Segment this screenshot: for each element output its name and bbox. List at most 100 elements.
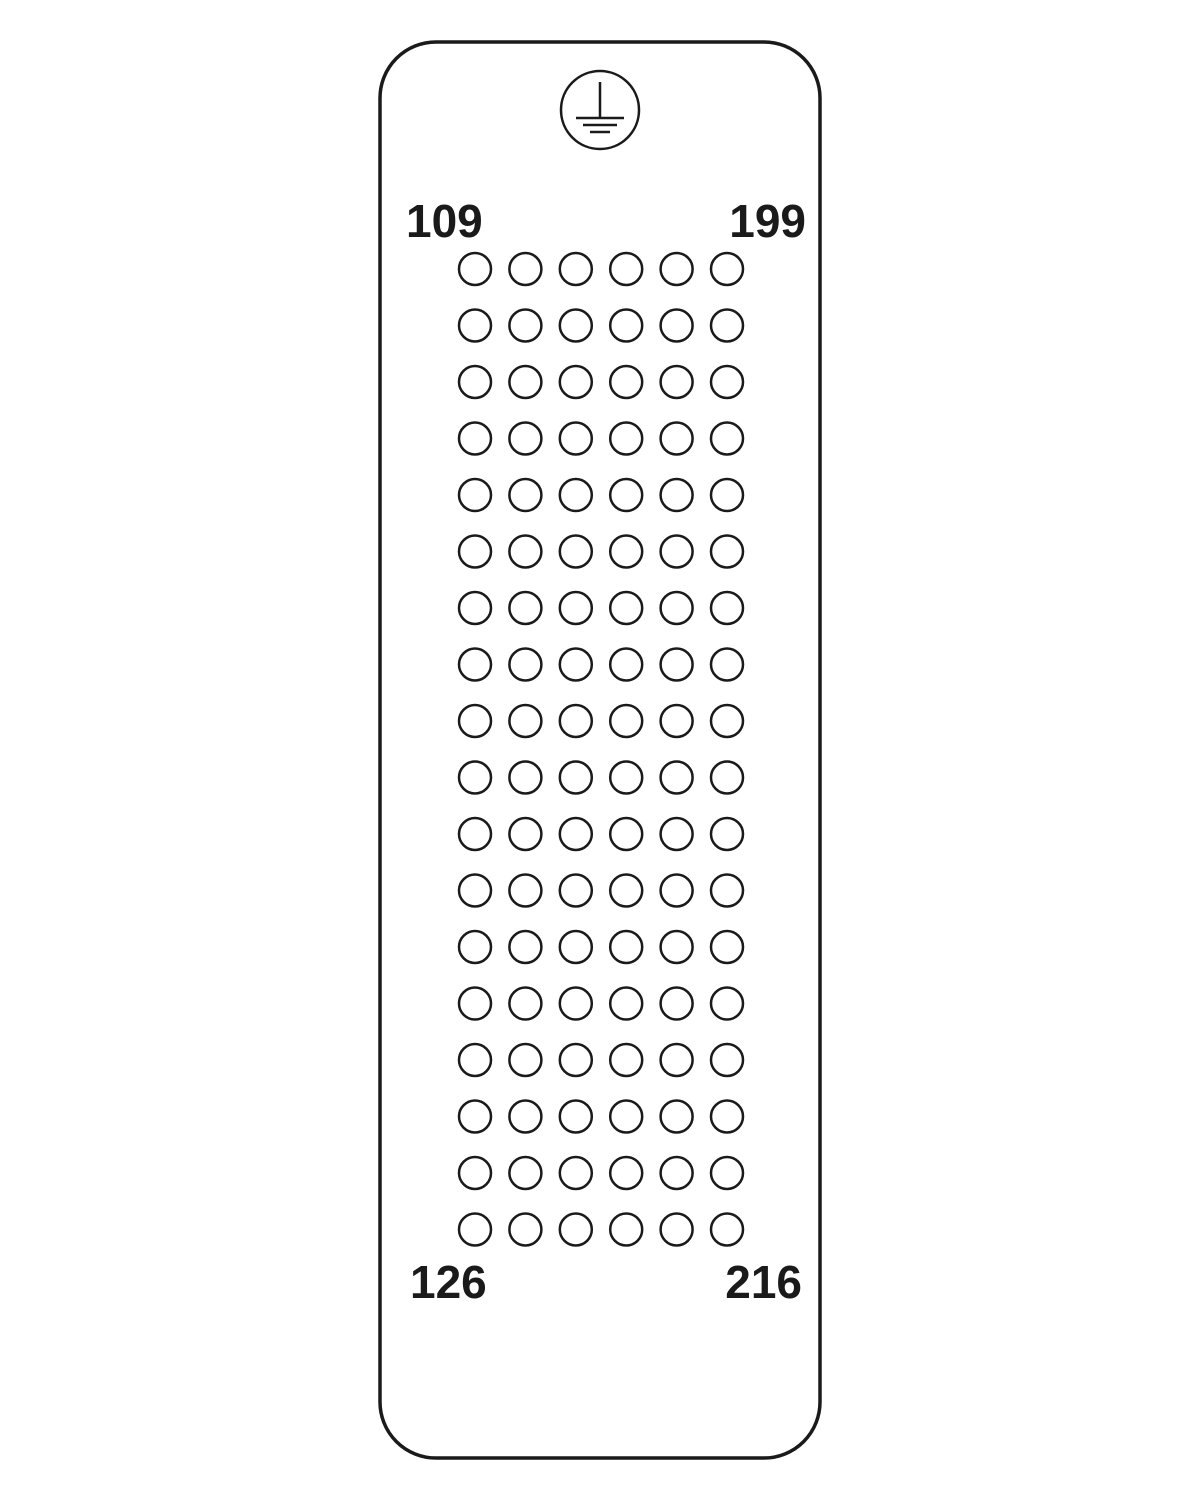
pin-hole bbox=[508, 534, 543, 569]
pin-hole bbox=[608, 1099, 644, 1134]
pin-hole bbox=[508, 760, 543, 795]
pin-grid bbox=[457, 251, 745, 1247]
pin-hole bbox=[659, 1155, 694, 1191]
label-top-right: 199 bbox=[729, 195, 806, 247]
pin-hole bbox=[558, 1212, 594, 1247]
pin-hole bbox=[457, 1042, 493, 1078]
pin-hole bbox=[508, 929, 543, 965]
pin-hole bbox=[457, 1099, 493, 1134]
pin-hole bbox=[659, 986, 694, 1021]
pin-hole bbox=[709, 534, 745, 569]
pin-hole bbox=[558, 703, 594, 739]
pin-hole bbox=[508, 986, 543, 1021]
pin-hole bbox=[659, 647, 694, 682]
pin-hole bbox=[457, 873, 493, 908]
pin-hole bbox=[709, 760, 745, 795]
pin-hole bbox=[457, 477, 493, 513]
pin-hole bbox=[608, 1042, 644, 1078]
pin-hole bbox=[558, 1099, 594, 1134]
pin-hole bbox=[608, 364, 644, 400]
connector-outline bbox=[378, 40, 822, 1460]
pin-hole bbox=[457, 929, 493, 965]
pin-hole bbox=[608, 760, 644, 795]
pin-hole bbox=[558, 308, 594, 343]
pin-hole bbox=[659, 703, 694, 739]
pin-hole bbox=[558, 590, 594, 626]
pin-hole bbox=[659, 251, 694, 287]
pin-hole bbox=[508, 590, 543, 626]
pin-hole bbox=[659, 421, 694, 456]
pin-hole bbox=[709, 1212, 745, 1247]
pin-hole bbox=[659, 816, 694, 852]
pin-hole bbox=[508, 308, 543, 343]
pin-hole bbox=[558, 364, 594, 400]
pin-hole bbox=[659, 534, 694, 569]
pin-hole bbox=[709, 477, 745, 513]
pin-hole bbox=[709, 929, 745, 965]
pin-hole bbox=[608, 308, 644, 343]
pin-hole bbox=[659, 873, 694, 908]
pin-hole bbox=[558, 421, 594, 456]
pin-hole bbox=[457, 590, 493, 626]
pin-hole bbox=[558, 534, 594, 569]
pin-hole bbox=[659, 760, 694, 795]
pin-hole bbox=[508, 1155, 543, 1191]
pin-hole bbox=[457, 986, 493, 1021]
pin-hole bbox=[659, 477, 694, 513]
pin-hole bbox=[608, 703, 644, 739]
pin-hole bbox=[659, 1212, 694, 1247]
label-bottom-right: 216 bbox=[725, 1256, 802, 1308]
pin-hole bbox=[709, 873, 745, 908]
pin-hole bbox=[457, 308, 493, 343]
pin-hole bbox=[508, 364, 543, 400]
pin-hole bbox=[709, 364, 745, 400]
pin-hole bbox=[457, 251, 493, 287]
pin-hole bbox=[457, 1155, 493, 1191]
pin-hole bbox=[709, 308, 745, 343]
pin-hole bbox=[558, 929, 594, 965]
pin-hole bbox=[608, 929, 644, 965]
pin-hole bbox=[709, 251, 745, 287]
pin-hole bbox=[558, 477, 594, 513]
pin-hole bbox=[457, 1212, 493, 1247]
pin-hole bbox=[659, 308, 694, 343]
pin-hole bbox=[709, 647, 745, 682]
pin-hole bbox=[457, 703, 493, 739]
pin-hole bbox=[508, 647, 543, 682]
pin-hole bbox=[558, 760, 594, 795]
pin-hole bbox=[508, 1099, 543, 1134]
pin-hole bbox=[457, 647, 493, 682]
pin-hole bbox=[508, 1042, 543, 1078]
pin-hole bbox=[608, 647, 644, 682]
pin-hole bbox=[608, 534, 644, 569]
label-top-left: 109 bbox=[406, 195, 483, 247]
pin-hole bbox=[558, 647, 594, 682]
pin-hole bbox=[508, 251, 543, 287]
pin-hole bbox=[508, 816, 543, 852]
pin-hole bbox=[608, 1212, 644, 1247]
pin-hole bbox=[457, 421, 493, 456]
pin-hole bbox=[558, 816, 594, 852]
protective-earth-icon bbox=[559, 69, 641, 151]
pin-hole bbox=[608, 1155, 644, 1191]
pin-hole bbox=[709, 590, 745, 626]
pin-hole bbox=[659, 364, 694, 400]
label-bottom-left: 126 bbox=[410, 1256, 487, 1308]
pin-hole bbox=[457, 760, 493, 795]
pin-hole bbox=[558, 251, 594, 287]
pin-hole bbox=[608, 251, 644, 287]
pin-hole bbox=[508, 1212, 543, 1247]
pin-hole bbox=[558, 873, 594, 908]
pin-hole bbox=[508, 477, 543, 513]
pin-hole bbox=[608, 873, 644, 908]
pin-hole bbox=[508, 873, 543, 908]
pin-hole bbox=[558, 1042, 594, 1078]
pin-hole bbox=[608, 590, 644, 626]
pin-hole bbox=[457, 534, 493, 569]
pin-hole bbox=[608, 477, 644, 513]
pin-hole bbox=[659, 590, 694, 626]
pin-hole bbox=[608, 816, 644, 852]
pin-hole bbox=[709, 1155, 745, 1191]
pin-hole bbox=[709, 1042, 745, 1078]
pin-hole bbox=[709, 703, 745, 739]
